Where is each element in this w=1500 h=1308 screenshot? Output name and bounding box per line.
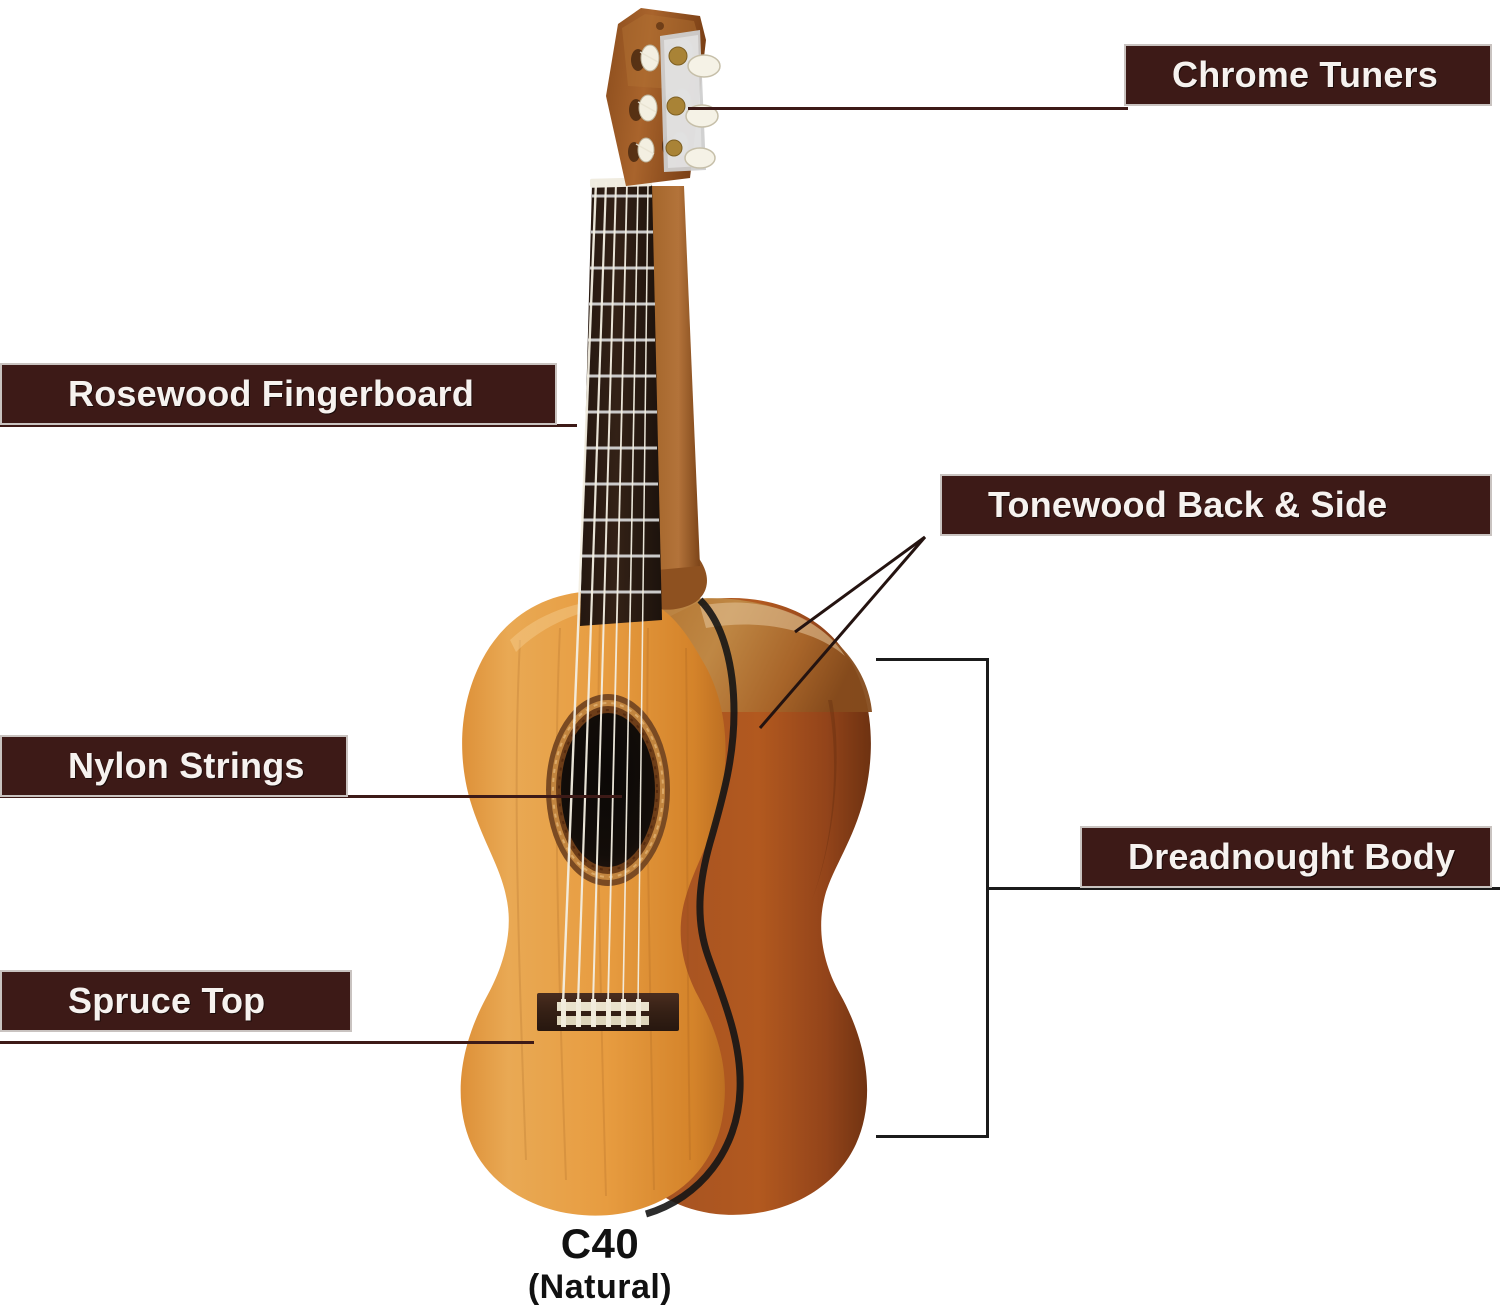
headstock: [606, 8, 721, 186]
tuner-gears: [665, 46, 688, 157]
bridge: [537, 993, 679, 1031]
callout-nylon-strings[interactable]: Nylon Strings: [0, 735, 348, 797]
callout-rosewood-fingerboard[interactable]: Rosewood Fingerboard: [0, 363, 557, 425]
callout-tonewood-back-side[interactable]: Tonewood Back & Side: [940, 474, 1492, 536]
bracket-vertical: [986, 658, 989, 1138]
product-finish: (Natural): [527, 1268, 673, 1307]
guitar-top: [460, 591, 744, 1218]
callout-chrome-tuners-label: Chrome Tuners: [1172, 54, 1438, 95]
leader-spruce-top: [0, 1041, 534, 1044]
callout-dreadnought-body-label: Dreadnought Body: [1128, 836, 1456, 877]
product-model: C40: [560, 1220, 640, 1267]
bracket-tick-bottom: [876, 1135, 989, 1138]
tonewood-diagonal-leaders: [758, 535, 927, 729]
callout-dreadnought-body[interactable]: Dreadnought Body: [1080, 826, 1492, 888]
callout-chrome-tuners[interactable]: Chrome Tuners: [1124, 44, 1492, 106]
leader-dreadnought-body: [988, 887, 1500, 890]
leader-chrome-tuners: [688, 107, 1128, 110]
callout-nylon-strings-label: Nylon Strings: [68, 745, 305, 786]
leader-rosewood-fingerboard: [0, 424, 577, 427]
tuner-buttons: [684, 54, 721, 169]
callout-tonewood-back-side-label: Tonewood Back & Side: [988, 484, 1388, 525]
callout-spruce-top[interactable]: Spruce Top: [0, 970, 352, 1032]
bracket-tick-top: [876, 658, 989, 661]
strings: [561, 181, 649, 1005]
product-caption: C40 (Natural): [480, 1220, 720, 1307]
callout-rosewood-fingerboard-label: Rosewood Fingerboard: [68, 373, 475, 414]
callout-spruce-top-label: Spruce Top: [68, 980, 266, 1021]
soundhole-rosette: [546, 694, 670, 886]
